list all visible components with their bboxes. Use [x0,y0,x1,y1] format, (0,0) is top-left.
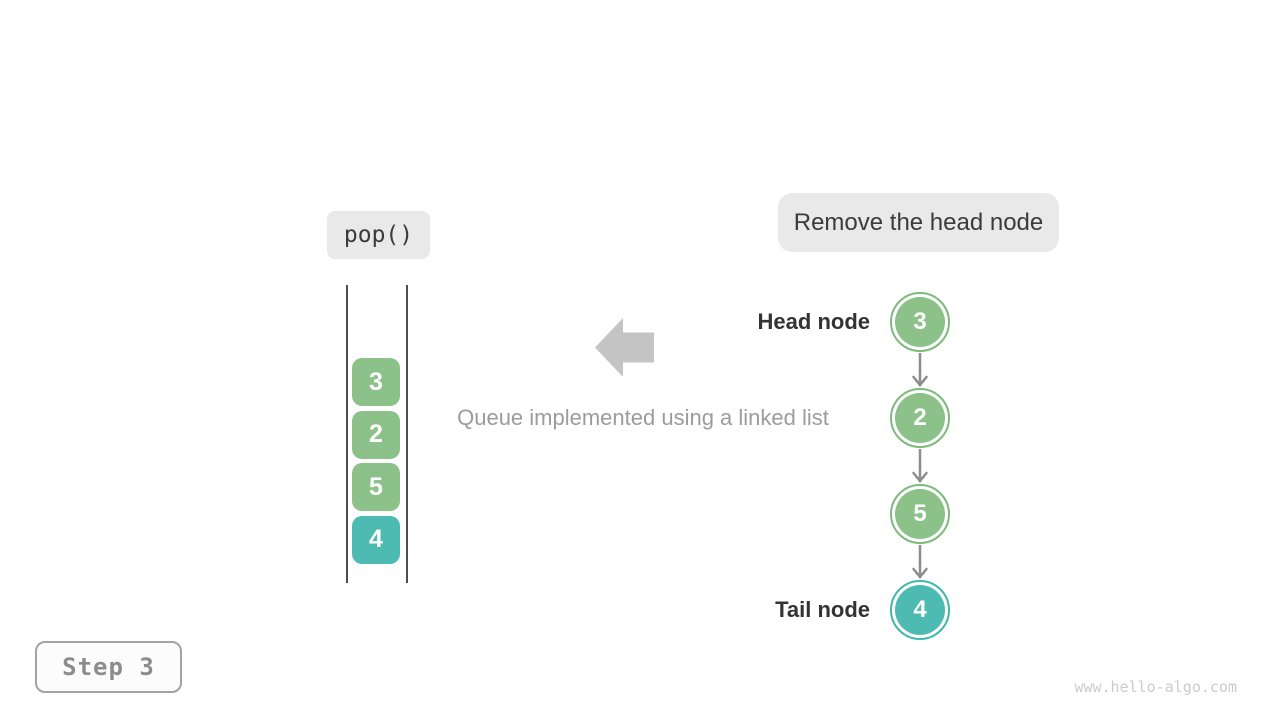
diagram-caption: Queue implemented using a linked list [457,405,829,430]
queue-item-5: 5 [352,463,400,511]
list-node-3: 3 [890,292,950,352]
queue-item-2: 2 [352,410,400,459]
remove-head-annotation-label: Remove the head node [793,208,1044,236]
left-arrow-icon [595,318,654,377]
list-node-value: 4 [895,585,945,635]
list-node-value: 5 [895,489,945,539]
list-node-value: 3 [895,297,945,347]
step-badge: Step 3 [35,641,182,693]
list-node-2: 2 [890,388,950,448]
watermark-text: www.hello-algo.com [1074,678,1237,696]
pop-operation-chip: pop() [327,211,430,259]
list-node-4: 4 [890,580,950,640]
queue-wall-left [346,285,348,583]
queue-item-3: 3 [352,358,400,406]
pop-operation-label: pop() [343,222,414,248]
arrow-down-icon [912,449,928,483]
queue-item-4: 4 [352,515,400,564]
list-node-5: 5 [890,484,950,544]
arrow-down-icon [912,545,928,579]
arrow-down-icon [912,353,928,387]
queue-wall-right [406,285,408,583]
remove-head-annotation-chip: Remove the head node [778,193,1059,252]
step-badge-label: Step 3 [62,653,155,681]
tail-node-label: Tail node [775,597,870,622]
head-node-label: Head node [757,309,870,334]
linked-list-view: 3 2 5 4 [890,292,950,640]
list-node-value: 2 [895,393,945,443]
